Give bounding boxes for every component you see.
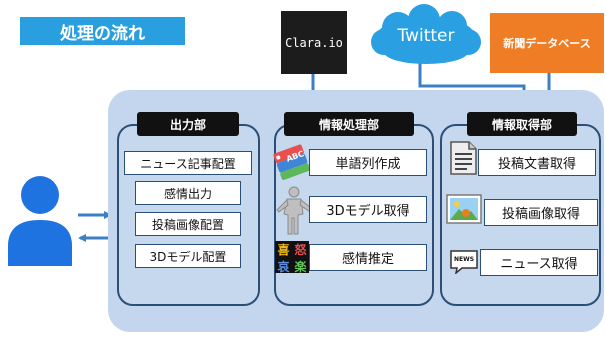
- clara-io-source: Clara.io: [281, 11, 347, 74]
- emotion-glyph-anger: 怒: [294, 243, 307, 257]
- image-icon: [446, 194, 482, 224]
- acquire-item-post-image: 投稿画像取得: [484, 199, 598, 226]
- page-title: 処理の流れ: [20, 17, 185, 45]
- output-item-news-article: ニュース記事配置: [124, 151, 252, 175]
- emotion-glyph-joy: 喜: [277, 243, 290, 257]
- process-group-title: 情報処理部: [284, 112, 414, 136]
- emotion-glyphs-icon: 喜 怒 哀 楽: [275, 241, 309, 274]
- output-item-emotion: 感情出力: [135, 181, 241, 205]
- user-icon: [8, 176, 72, 266]
- output-group-title: 出力部: [137, 112, 239, 136]
- acquire-item-post-text: 投稿文書取得: [478, 149, 596, 176]
- acquire-group-title: 情報取得部: [467, 112, 577, 136]
- twitter-label: Twitter: [397, 26, 455, 46]
- document-icon: [450, 141, 477, 175]
- emotion-glyph-sorrow: 哀: [277, 260, 290, 274]
- news-icon-label: NEWS: [453, 256, 475, 263]
- process-item-emotion-estimate: 感情推定: [309, 244, 427, 271]
- process-item-3d-model: 3Dモデル取得: [309, 196, 427, 223]
- output-item-3d-model: 3Dモデル配置: [135, 244, 241, 268]
- emotion-glyph-pleasure: 楽: [294, 260, 307, 274]
- abc-tags-icon: ABC: [272, 140, 312, 180]
- news-database-source: 新聞データベース: [490, 13, 604, 73]
- process-item-word-sequence: 単語列作成: [309, 149, 427, 176]
- 3d-figure-icon: [276, 186, 312, 235]
- output-item-posted-image: 投稿画像配置: [135, 212, 241, 236]
- news-icon: NEWS: [450, 250, 478, 274]
- twitter-source: Twitter: [366, 4, 486, 66]
- cloud-icon: [371, 4, 481, 64]
- acquire-item-news: ニュース取得: [480, 249, 598, 276]
